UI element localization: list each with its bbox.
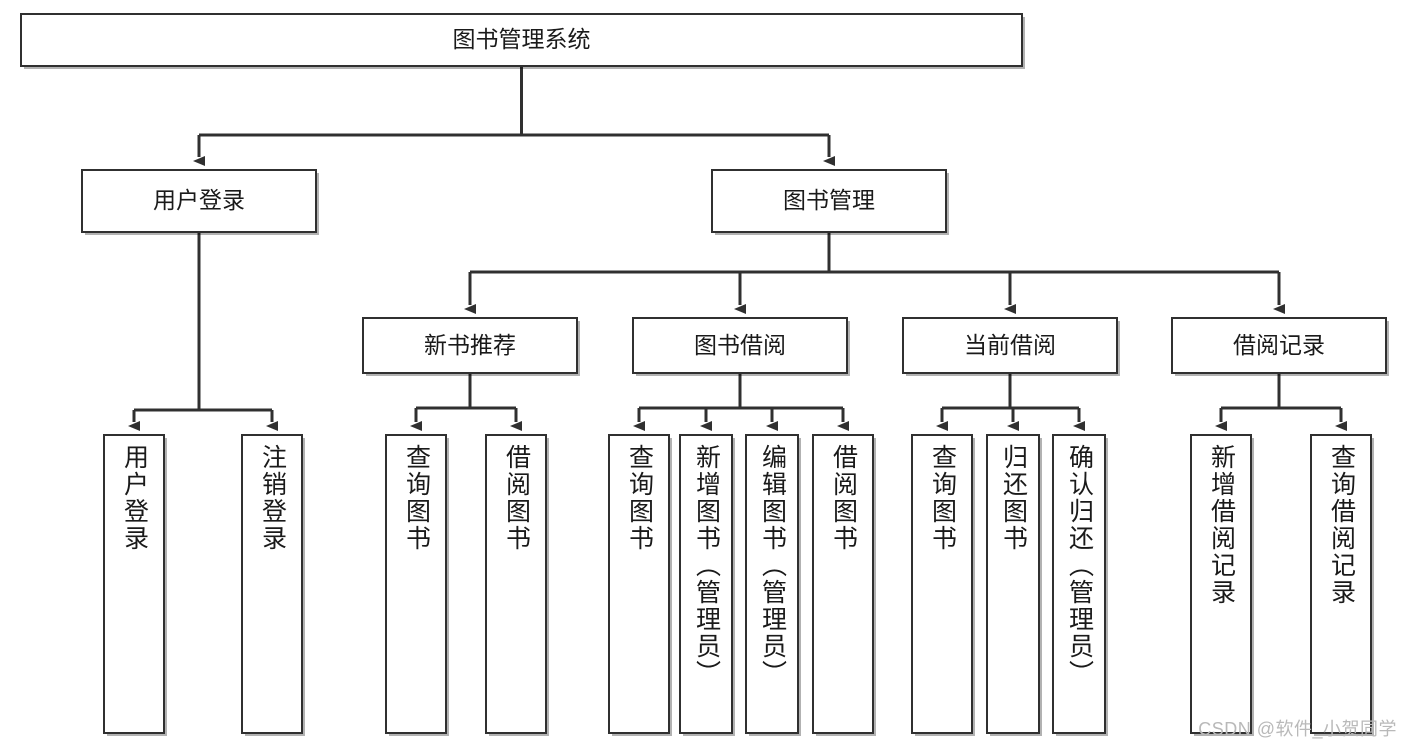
node-label: 图书管理: [783, 187, 875, 214]
node-label: 新书推荐: [424, 331, 516, 358]
node-label: 借阅记录: [1233, 331, 1325, 358]
node-root: 图书管理系统: [20, 13, 1023, 67]
node-login: 用户登录: [81, 169, 317, 233]
node-leaf-cur-query: 查询图书: [911, 434, 973, 734]
node-borrow: 图书借阅: [632, 317, 848, 374]
node-label: 确认归还（管理员）: [1065, 444, 1094, 687]
node-current: 当前借阅: [902, 317, 1118, 374]
node-leaf-user-login: 用户登录: [103, 434, 165, 734]
node-label: 图书管理系统: [452, 26, 591, 53]
node-newbook: 新书推荐: [362, 317, 578, 374]
node-leaf-user-logout: 注销登录: [241, 434, 303, 734]
node-label: 归还图书: [999, 444, 1028, 552]
node-label: 查询借阅记录: [1327, 444, 1356, 606]
node-label: 用户登录: [153, 187, 245, 214]
node-label: 图书借阅: [694, 331, 786, 358]
node-records: 借阅记录: [1171, 317, 1387, 374]
node-leaf-rec-add: 新增借阅记录: [1190, 434, 1252, 734]
node-bookmgmt: 图书管理: [711, 169, 947, 233]
node-label: 借阅图书: [502, 444, 531, 552]
node-leaf-cur-return: 归还图书: [986, 434, 1040, 734]
node-leaf-bo-borrow: 借阅图书: [812, 434, 874, 734]
node-leaf-cur-confirm: 确认归还（管理员）: [1052, 434, 1106, 734]
node-label: 新增借阅记录: [1207, 444, 1236, 606]
node-label: 查询图书: [625, 444, 654, 552]
node-label: 查询图书: [402, 444, 431, 552]
node-label: 借阅图书: [829, 444, 858, 552]
node-leaf-rec-query: 查询借阅记录: [1310, 434, 1372, 734]
watermark-text: CSDN @软件_小贺同学: [1198, 719, 1397, 739]
node-leaf-nb-borrow: 借阅图书: [485, 434, 547, 734]
node-leaf-bo-query: 查询图书: [608, 434, 670, 734]
node-label: 查询图书: [928, 444, 957, 552]
node-leaf-bo-add: 新增图书（管理员）: [679, 434, 733, 734]
node-label: 用户登录: [120, 444, 149, 552]
node-label: 当前借阅: [964, 331, 1056, 358]
node-leaf-nb-query: 查询图书: [385, 434, 447, 734]
node-label: 注销登录: [258, 444, 287, 552]
node-leaf-bo-edit: 编辑图书（管理员）: [745, 434, 799, 734]
node-label: 编辑图书（管理员）: [758, 444, 787, 687]
node-label: 新增图书（管理员）: [692, 444, 721, 687]
